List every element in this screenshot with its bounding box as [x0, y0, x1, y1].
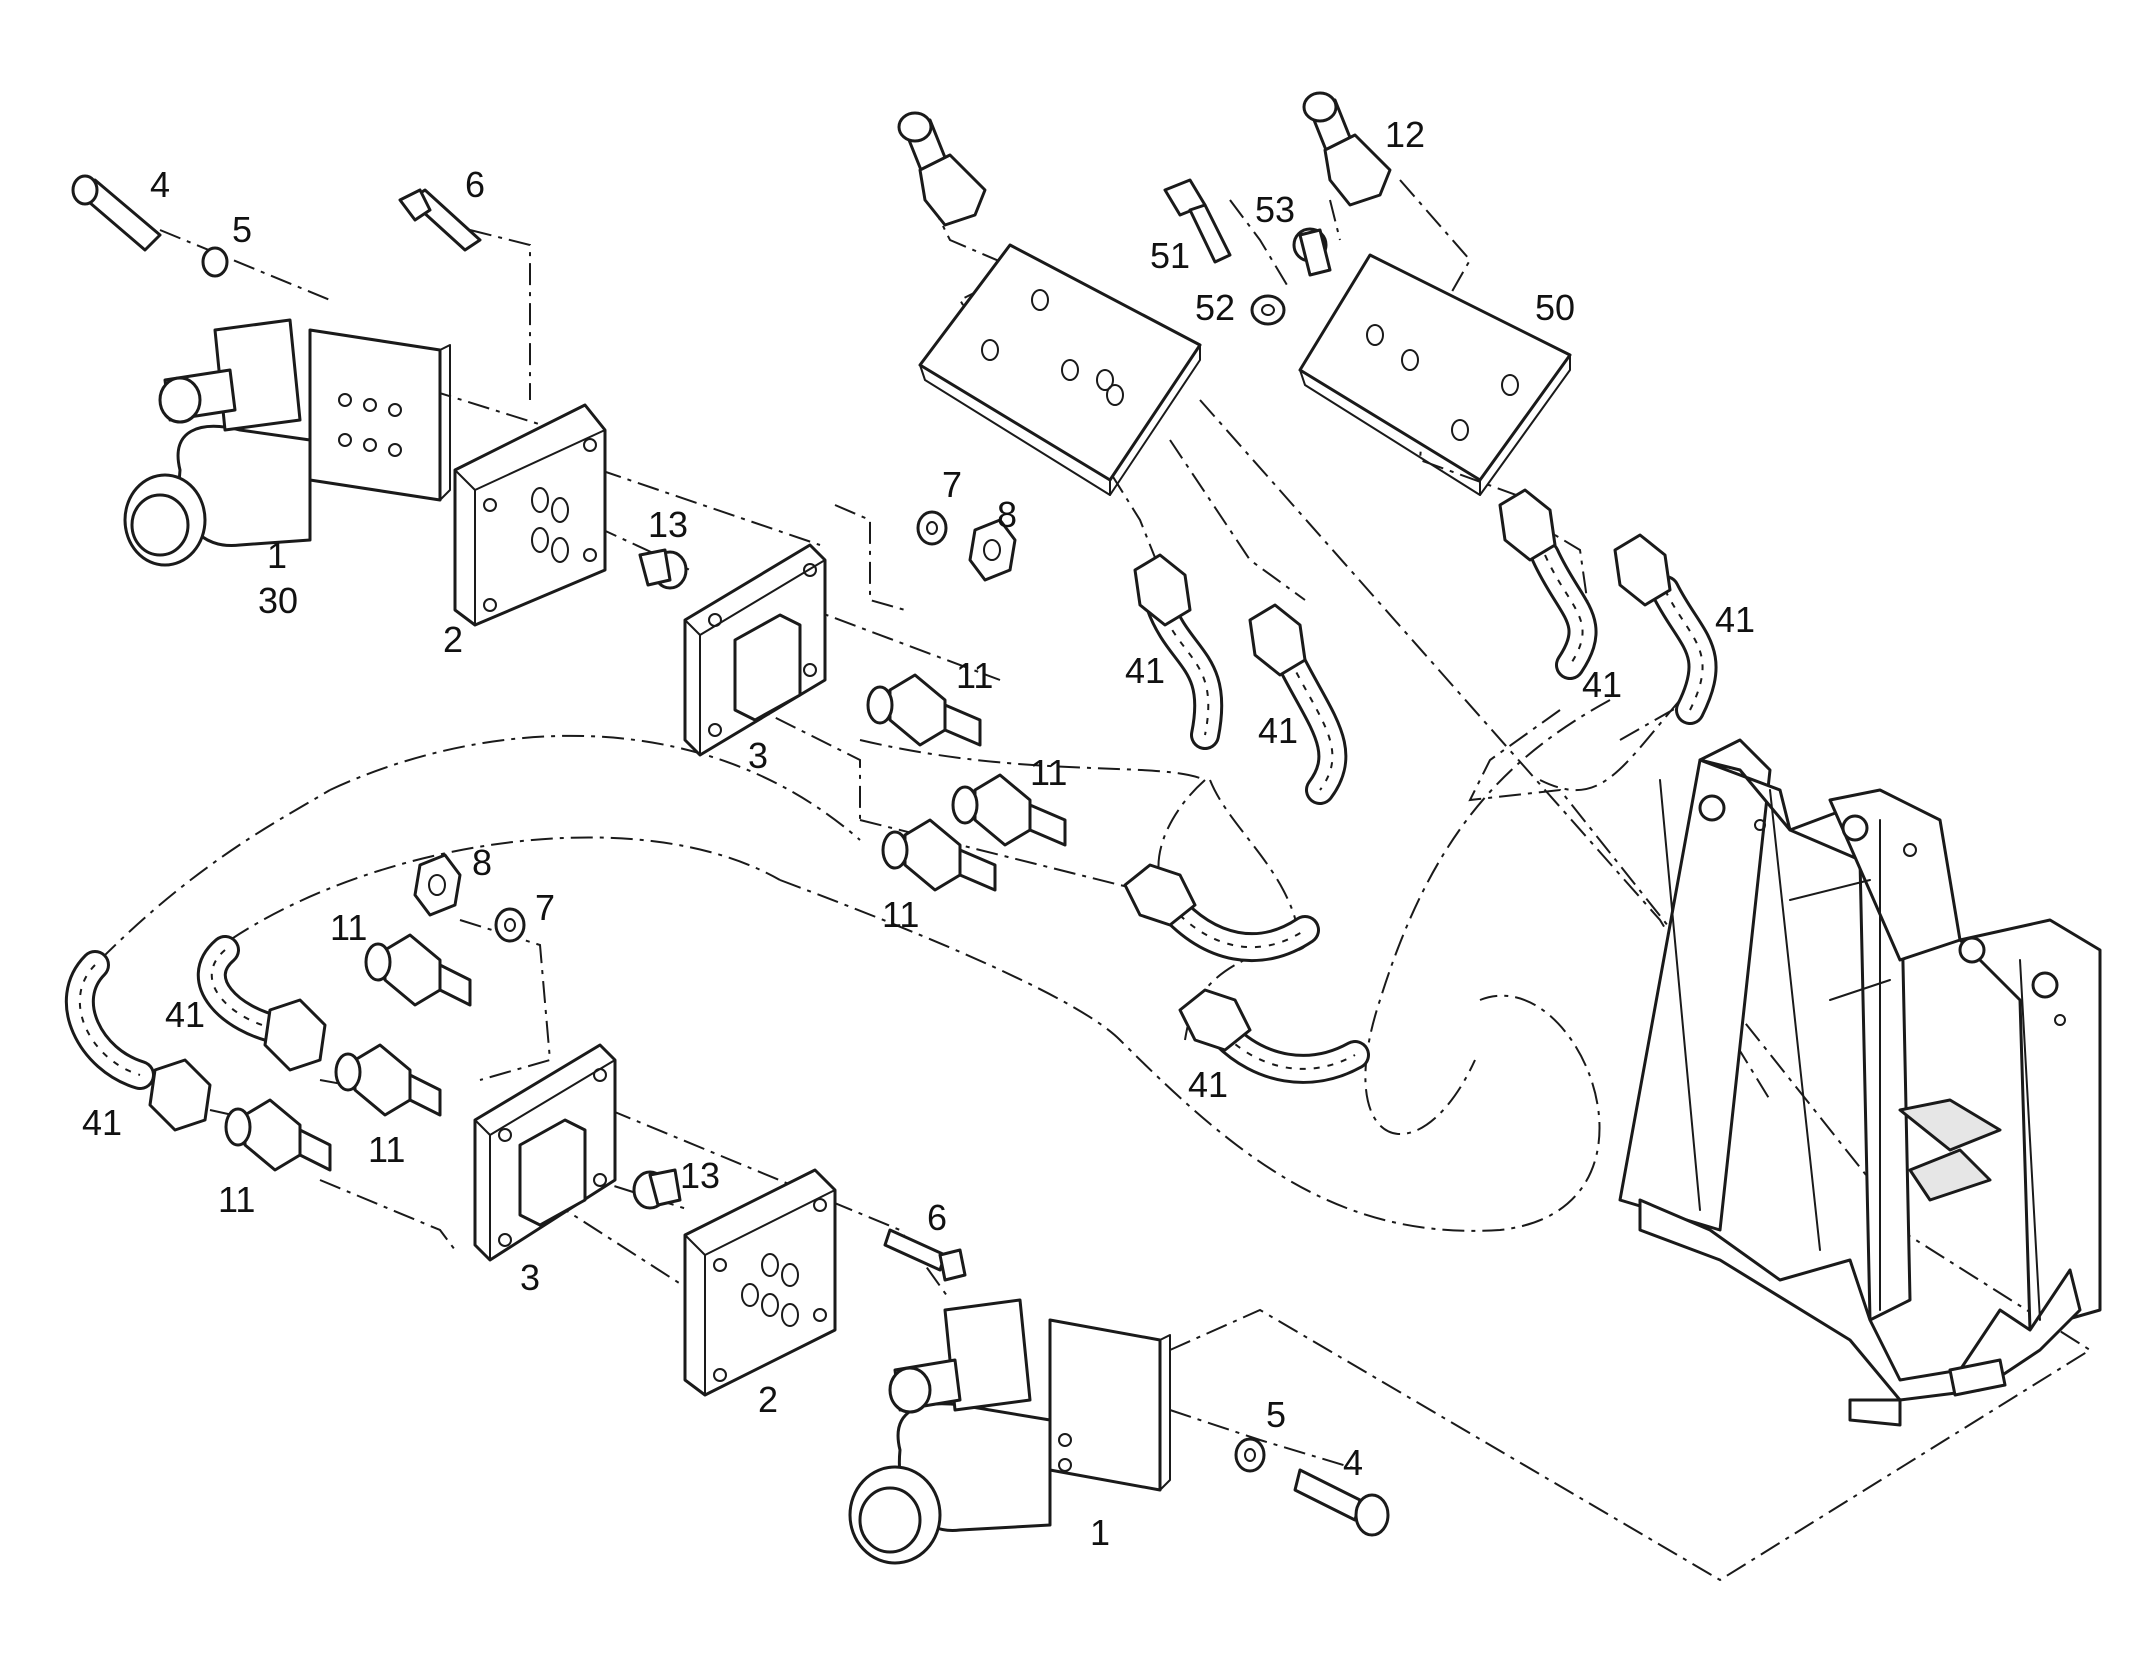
- callout-1-lower: 1: [1090, 1512, 1110, 1553]
- subplate-2-lower: [683, 1168, 837, 1397]
- callout-6-lower: 6: [927, 1197, 947, 1238]
- callout-41-c: 41: [1582, 664, 1622, 705]
- callout-41-f: 41: [82, 1102, 122, 1143]
- callout-7-lower: 7: [535, 887, 555, 928]
- callout-11-f: 11: [218, 1179, 255, 1220]
- adapter-center-top: [897, 111, 987, 227]
- hose-41-h: [64, 950, 212, 1132]
- washer-7-top: [916, 510, 948, 546]
- solenoid-valve-top: [123, 318, 451, 567]
- callout-11-b: 11: [1030, 752, 1067, 793]
- callout-2-lower: 2: [758, 1379, 778, 1420]
- bolt-top-left: [71, 174, 229, 278]
- hose-41-e: [1123, 863, 1320, 963]
- callout-4-top: 4: [150, 164, 170, 205]
- fitting-11-upper-a: [866, 673, 982, 747]
- callout-53: 53: [1255, 189, 1295, 230]
- manifold-plate-50: [1298, 253, 1572, 496]
- fitting-11-upper-c: [881, 818, 997, 892]
- adapter-12: [1302, 91, 1392, 207]
- hose-41-g: [196, 935, 327, 1072]
- callout-11-a: 11: [956, 655, 993, 696]
- callout-labels: 4 5 6 1 30 2 13 3 7 8 11 11 11 41 41 41 …: [82, 114, 1755, 1553]
- callout-11-e: 11: [368, 1129, 405, 1170]
- hose-41-d: [1613, 533, 1718, 725]
- nut-8-lower: [413, 853, 462, 917]
- callout-41-a: 41: [1125, 650, 1165, 691]
- callout-11-c: 11: [882, 894, 919, 935]
- callout-41-b: 41: [1258, 710, 1298, 751]
- fitting-11-lower-b: [334, 1043, 442, 1117]
- callout-11-d: 11: [330, 907, 367, 948]
- bolt-6-top: [398, 188, 482, 252]
- bolt-6-lower: [883, 1228, 967, 1282]
- washer-52: [1250, 294, 1286, 326]
- plug-13-lower: [632, 1168, 682, 1210]
- callout-4-lower: 4: [1343, 1442, 1363, 1483]
- callout-41-g: 41: [1188, 1064, 1228, 1105]
- callout-1-top: 1: [267, 535, 287, 576]
- callout-13-top: 13: [648, 504, 688, 545]
- hose-41-f: [1178, 988, 1370, 1084]
- callout-7-top: 7: [942, 464, 962, 505]
- flange-3-lower: [473, 1043, 617, 1262]
- hose-41-c: [1498, 488, 1598, 680]
- callout-3-lower: 3: [520, 1257, 540, 1298]
- fitting-11-lower-c: [224, 1098, 332, 1172]
- flange-3-top: [683, 543, 827, 757]
- callout-41-d: 41: [1715, 599, 1755, 640]
- callout-3-top: 3: [748, 735, 768, 776]
- bolt-4-lower: [1293, 1468, 1390, 1537]
- fitting-11-upper-b: [951, 773, 1067, 847]
- machine-frame: [1618, 738, 2102, 1427]
- callout-6-top: 6: [465, 164, 485, 205]
- callout-12: 12: [1385, 114, 1425, 155]
- fitting-11-lower-a: [364, 933, 472, 1007]
- callout-51: 51: [1150, 235, 1190, 276]
- manifold-plate-center: [918, 243, 1202, 496]
- callout-41-e: 41: [165, 994, 205, 1035]
- washer-5-lower: [1234, 1437, 1266, 1473]
- nut-8-top: [968, 518, 1017, 582]
- hose-41-b: [1248, 603, 1348, 805]
- callout-13-lower: 13: [680, 1155, 720, 1196]
- washer-7-lower: [494, 907, 526, 943]
- callout-8-lower: 8: [472, 842, 492, 883]
- callout-5-top: 5: [232, 209, 252, 250]
- callout-30: 30: [258, 580, 298, 621]
- hose-41-a: [1133, 553, 1224, 750]
- subplate-2-top: [453, 403, 607, 627]
- callout-52: 52: [1195, 287, 1235, 328]
- callout-5-lower: 5: [1266, 1394, 1286, 1435]
- solenoid-valve-lower: [848, 1298, 1171, 1565]
- callout-50: 50: [1535, 287, 1575, 328]
- plug-13-top: [638, 548, 688, 590]
- callout-8-top: 8: [997, 494, 1017, 535]
- plug-53: [1292, 227, 1332, 277]
- callout-2-top: 2: [443, 619, 463, 660]
- bolt-51: [1163, 178, 1232, 264]
